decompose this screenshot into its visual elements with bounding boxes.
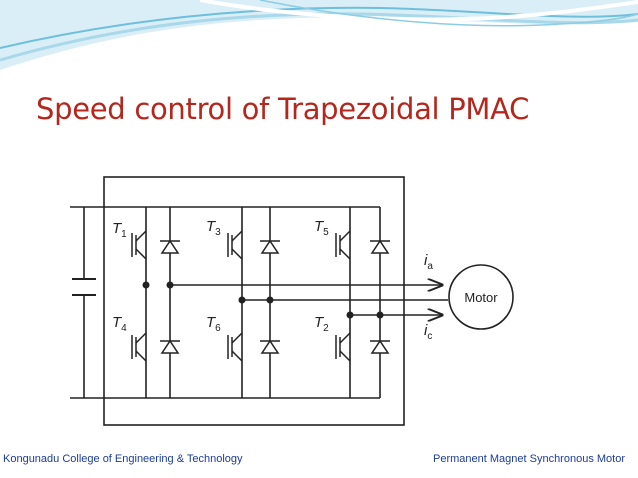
current-label-ia: ia [424, 252, 433, 272]
inverter-circuit-diagram: T1 T3 T5 T4 T6 T2 ia ic Motor [70, 176, 514, 426]
motor-label: Motor [464, 290, 498, 305]
switch-label-t4: T4 [112, 314, 127, 334]
switch-label-t2: T2 [314, 314, 329, 334]
header-wave-decoration [0, 0, 638, 70]
switch-label-t6: T6 [206, 314, 221, 334]
switch-label-t3: T3 [206, 218, 221, 238]
footer-course-title: Permanent Magnet Synchronous Motor [433, 453, 625, 465]
switch-label-t5: T5 [314, 218, 329, 238]
switch-label-t1: T1 [112, 220, 127, 240]
footer-institution: Kongunadu College of Engineering & Techn… [3, 453, 243, 465]
slide-title: Speed control of Trapezoidal PMAC [36, 92, 530, 126]
current-label-ic: ic [424, 322, 432, 342]
